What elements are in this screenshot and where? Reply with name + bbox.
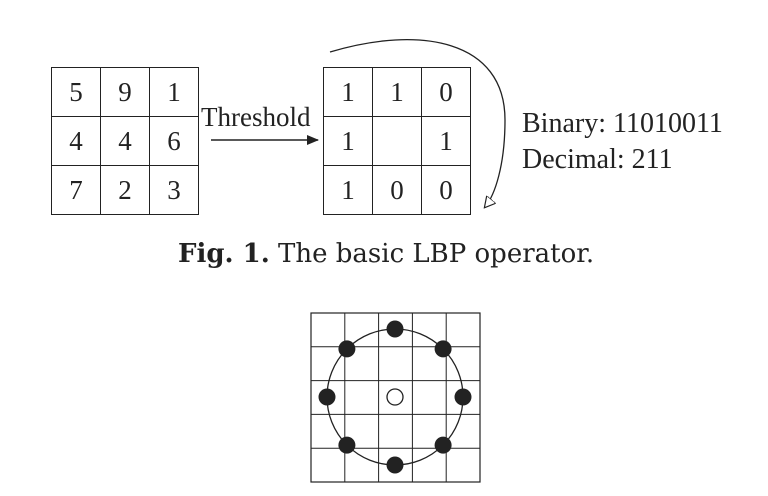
neighbor-point: [338, 436, 356, 454]
sampling-points: [318, 320, 472, 474]
input-cell: 6: [149, 116, 199, 166]
binary-cell: 1: [323, 67, 373, 117]
neighbor-point: [434, 436, 452, 454]
threshold-label: Threshold: [201, 102, 311, 132]
circular-neighborhood-diagram: [310, 312, 481, 483]
input-cell: 9: [100, 67, 150, 117]
input-cell: 3: [149, 165, 199, 215]
scan-order-arrow: [329, 39, 506, 207]
caption-text: The basic LBP operator.: [278, 239, 595, 269]
input-grid-row: 5 9 1: [51, 67, 199, 117]
binary-grid: 1 1 0 1 1 1 0 0: [323, 67, 471, 215]
binary-cell: 1: [421, 116, 471, 166]
caption-label: Fig. 1.: [178, 239, 270, 269]
binary-cell: 0: [421, 67, 471, 117]
binary-result: Binary: 11010011: [522, 108, 723, 139]
binary-cell: 0: [372, 165, 422, 215]
neighbor-point: [318, 388, 336, 406]
neighbor-point: [434, 340, 452, 358]
binary-cell: 0: [421, 165, 471, 215]
neighbor-point: [386, 320, 404, 338]
input-grid-row: 7 2 3: [51, 165, 199, 215]
figure-caption: Fig. 1. The basic LBP operator.: [178, 239, 594, 269]
input-grid: 5 9 1 4 4 6 7 2 3: [51, 67, 199, 215]
center-point: [386, 388, 404, 406]
neighborhood-grid-border: [310, 312, 481, 483]
binary-cell: 1: [372, 67, 422, 117]
input-cell: 4: [51, 116, 101, 166]
binary-cell: 1: [323, 116, 373, 166]
decimal-result: Decimal: 211: [522, 144, 673, 175]
binary-grid-row: 1 1 0: [323, 67, 471, 117]
input-grid-row: 4 4 6: [51, 116, 199, 166]
input-cell: 5: [51, 67, 101, 117]
binary-grid-row: 1 1: [323, 116, 471, 166]
binary-grid-row: 1 0 0: [323, 165, 471, 215]
neighbor-point: [454, 388, 472, 406]
input-cell: 2: [100, 165, 150, 215]
neighbor-point: [338, 340, 356, 358]
input-cell: 7: [51, 165, 101, 215]
binary-cell: [372, 116, 422, 166]
neighbor-point: [386, 456, 404, 474]
